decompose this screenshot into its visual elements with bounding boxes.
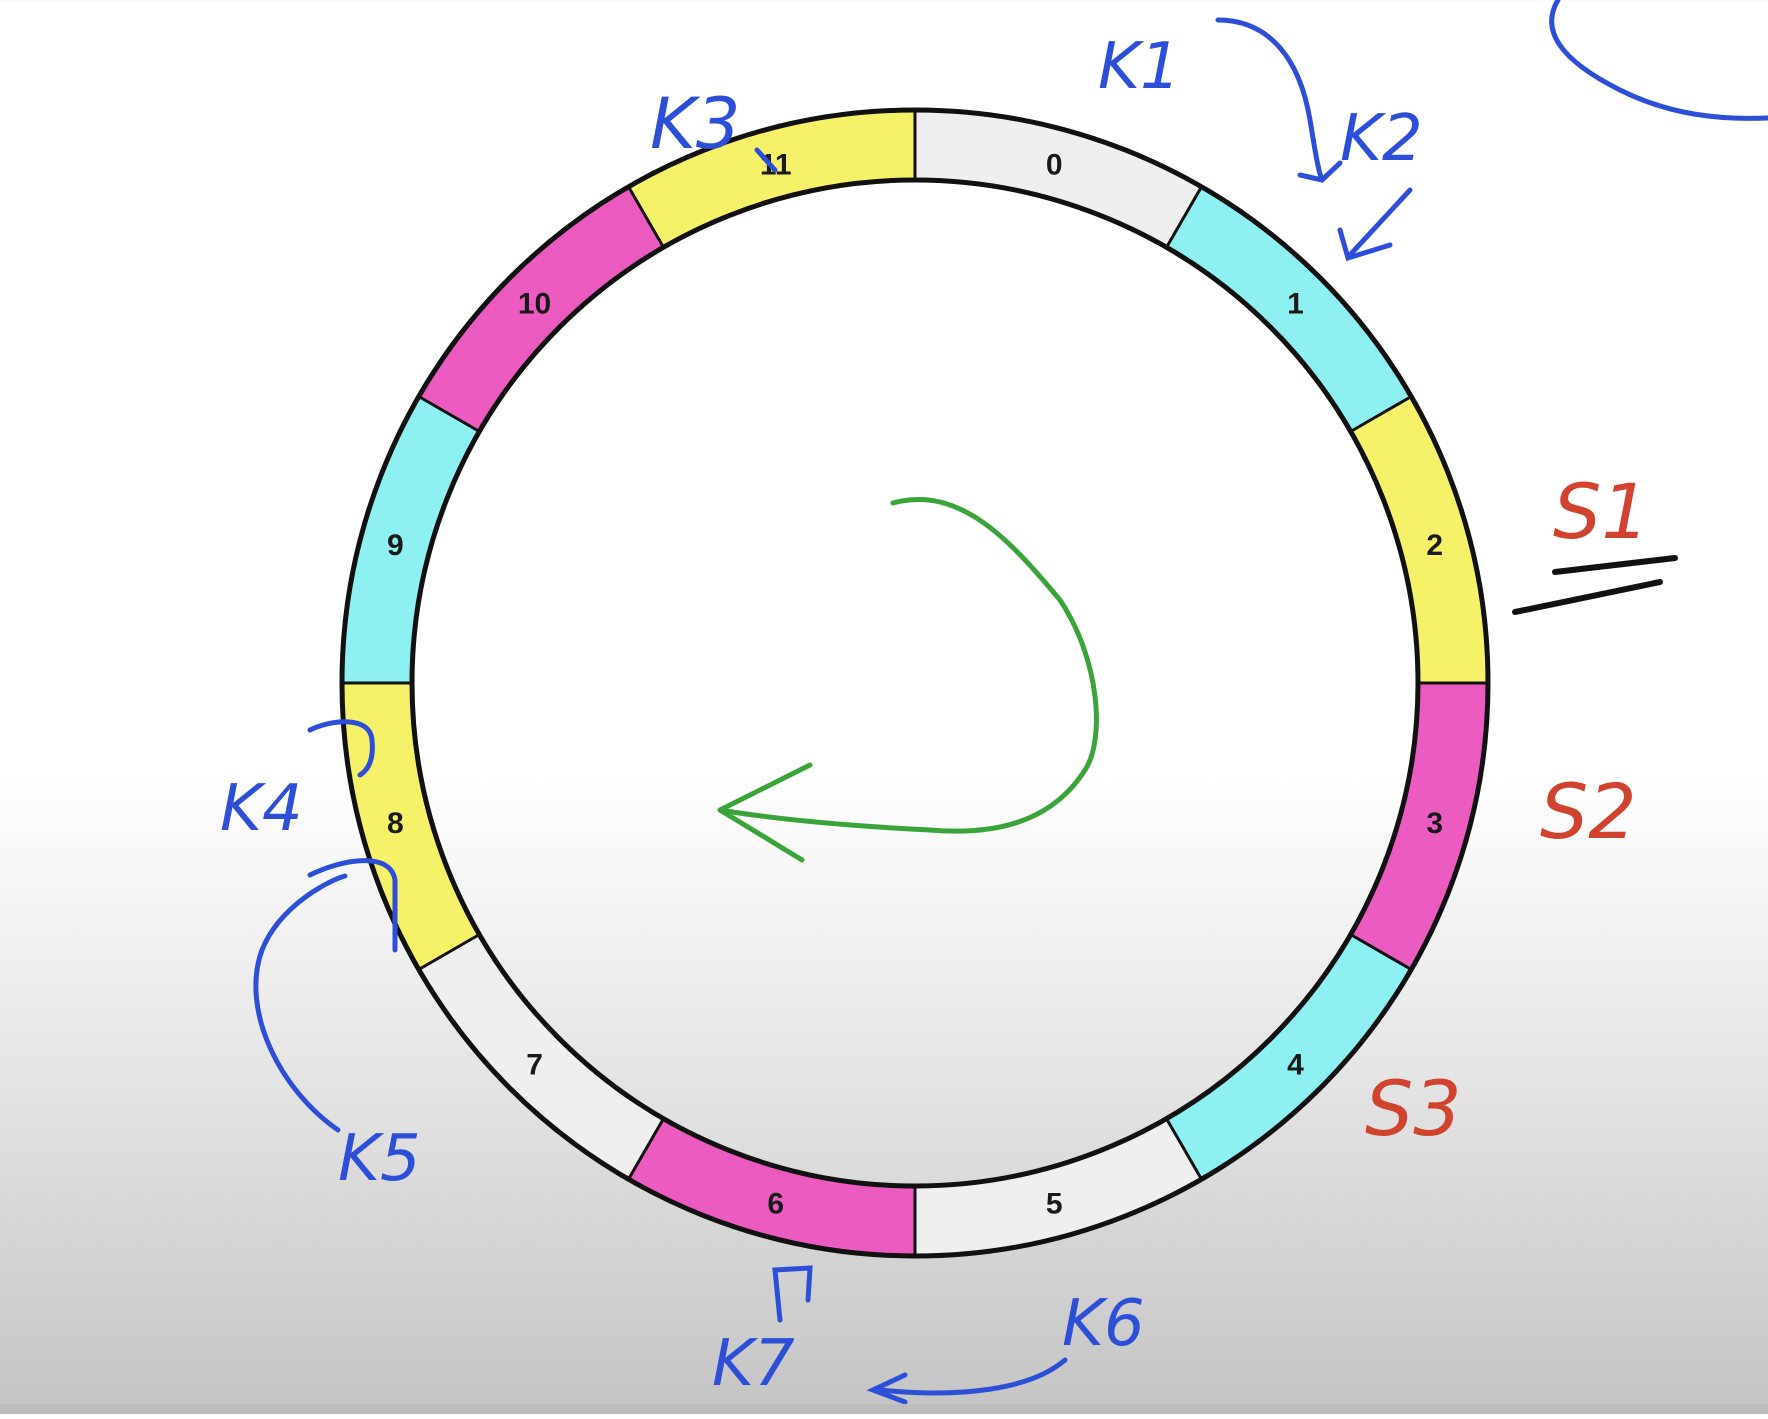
ring-slot-4 <box>1166 934 1412 1180</box>
k2-arrow <box>1337 187 1413 262</box>
ring-slot-label: 1 <box>1287 288 1304 321</box>
key-label-k4: K4 <box>220 772 303 846</box>
ring-slot-9 <box>342 396 480 683</box>
key-label-k7: K7 <box>712 1327 795 1401</box>
rotation-direction-arrow <box>717 497 1099 863</box>
ring-slot-10 <box>418 186 664 432</box>
ring-divider <box>418 933 481 971</box>
ring-slot-label: 10 <box>518 288 551 321</box>
ring-slot-label: 11 <box>760 148 792 181</box>
ring-divider <box>1349 395 1412 433</box>
key-annotations: K1 K2 K3 K4 K5 K6 K7 <box>220 0 1768 1405</box>
ring-slot-label: 9 <box>387 529 404 562</box>
ring-divider <box>418 395 481 433</box>
ring-divider <box>1165 1117 1203 1180</box>
k7-arrow <box>772 1265 813 1323</box>
key-label-k5: K5 <box>338 1122 421 1196</box>
k3-tick <box>754 147 778 173</box>
ring-slot-1 <box>1166 186 1412 432</box>
ring-dividers <box>342 110 1488 1256</box>
ring-divider <box>1165 186 1203 249</box>
ring-slot-3 <box>1350 683 1488 970</box>
key-label-k2: K2 <box>1340 102 1423 176</box>
key-label-k1: K1 <box>1098 30 1181 104</box>
ring-slot-11 <box>628 109 915 248</box>
ring-slot-labels: 0 1 2 3 4 5 6 7 8 9 10 11 <box>387 148 1443 1220</box>
top-right-curve <box>1549 0 1768 121</box>
ring-divider <box>1349 933 1412 971</box>
k4-arrow <box>307 719 375 778</box>
server-label-s3: S3 <box>1365 1064 1462 1153</box>
server-label-s1: S1 <box>1553 467 1650 556</box>
ring-slot-label: 4 <box>1287 1048 1304 1081</box>
key-label-k3: K3 <box>650 83 740 165</box>
ring-slot-label: 5 <box>1046 1188 1063 1221</box>
ring-slot-0 <box>915 110 1202 248</box>
ring-slot-5 <box>915 1118 1202 1256</box>
s1-underline <box>1512 555 1678 615</box>
ring-slot-8 <box>342 683 480 970</box>
ring-divider <box>627 1117 665 1180</box>
server-label-s2: S2 <box>1540 767 1637 856</box>
k6-arrow <box>866 1357 1068 1405</box>
ring-inner-edge <box>409 177 1421 1189</box>
bottom-edge <box>0 1404 1768 1414</box>
key-label-k6: K6 <box>1062 1287 1145 1361</box>
ring-slot-label: 0 <box>1046 148 1063 181</box>
ring-segments <box>342 109 1488 1256</box>
ring-slot-label: 2 <box>1426 529 1443 562</box>
ring-slot-2 <box>1350 396 1488 683</box>
k5-arrow <box>253 858 398 1133</box>
ring-slot-label: 7 <box>526 1048 543 1081</box>
ring-slot-label: 3 <box>1426 807 1443 840</box>
ring-slot-label: 6 <box>767 1188 784 1221</box>
server-annotations: S1 S2 S3 <box>1365 467 1678 1153</box>
ring-slot-6 <box>628 1118 915 1256</box>
ring-slot-7 <box>418 934 664 1180</box>
ring-divider <box>627 186 665 249</box>
k1-arrow <box>1215 17 1343 183</box>
ring-slot-label: 8 <box>387 807 404 840</box>
